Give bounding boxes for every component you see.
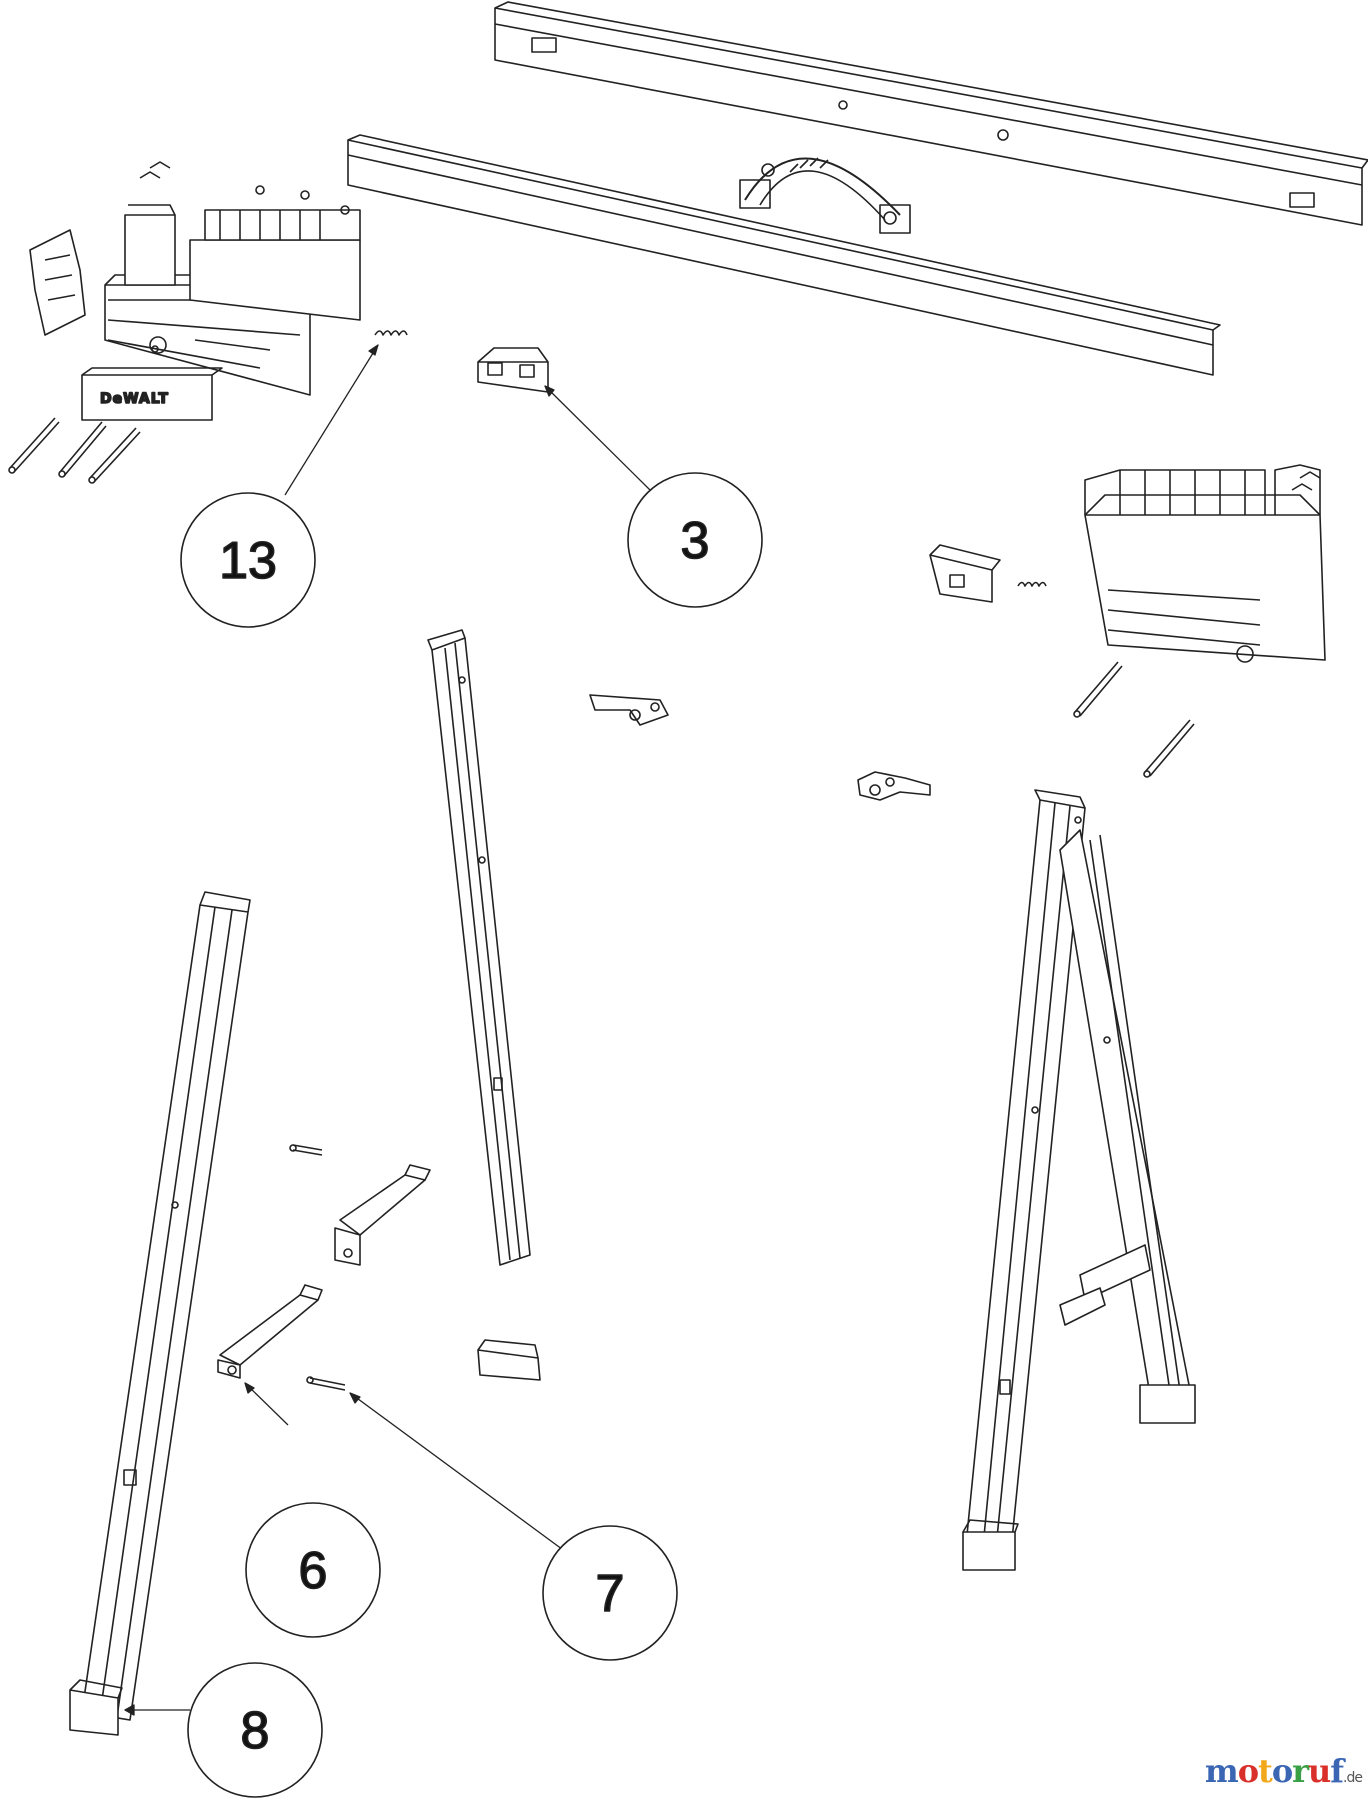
right-a-frame-leg xyxy=(962,789,1196,1571)
callout-13: 13 xyxy=(180,492,316,628)
brace-part-lower xyxy=(217,1284,323,1379)
callout-6: 6 xyxy=(245,1502,381,1638)
watermark-letter: u xyxy=(1308,1752,1331,1790)
center-leg xyxy=(427,629,531,1266)
left-head-assembly xyxy=(29,161,408,396)
top-rail-upper xyxy=(494,1,1368,226)
carry-handle xyxy=(739,157,911,234)
callout-7: 7 xyxy=(542,1525,678,1661)
left-leg xyxy=(81,891,251,1721)
callout-6-label: 6 xyxy=(299,1542,328,1600)
clip-part-center xyxy=(477,1339,541,1381)
latch-part xyxy=(477,347,549,393)
brace-part-upper xyxy=(289,1144,431,1266)
left-pins xyxy=(8,417,141,484)
watermark-letter: o xyxy=(1237,1752,1259,1790)
callout-7-label: 7 xyxy=(596,1565,625,1623)
leader-lines xyxy=(124,344,651,1716)
right-pins xyxy=(1073,661,1195,778)
brand-plate: DeWALT xyxy=(81,367,223,421)
watermark-letter: r xyxy=(1292,1752,1309,1790)
watermark-letter: m xyxy=(1204,1752,1239,1790)
callout-8: 8 xyxy=(187,1662,323,1798)
callout-3: 3 xyxy=(627,472,763,608)
brand-plate-text: DeWALT xyxy=(100,391,169,407)
pin-part xyxy=(306,1376,346,1391)
watermark-suffix: .de xyxy=(1343,1770,1363,1786)
watermark-logo: motoruf.de xyxy=(1204,1752,1363,1790)
watermark-letter: o xyxy=(1271,1752,1293,1790)
watermark-letter: f xyxy=(1330,1752,1344,1790)
right-head-assembly xyxy=(1084,464,1326,663)
hinge-brackets xyxy=(589,694,931,801)
watermark-letter: t xyxy=(1258,1752,1273,1790)
end-cap-part xyxy=(69,1679,123,1736)
right-latch-part xyxy=(929,544,1047,603)
callout-8-label: 8 xyxy=(241,1702,270,1760)
callout-3-label: 3 xyxy=(681,512,710,570)
callout-13-label: 13 xyxy=(219,532,277,590)
top-rail-lower xyxy=(347,134,1221,376)
